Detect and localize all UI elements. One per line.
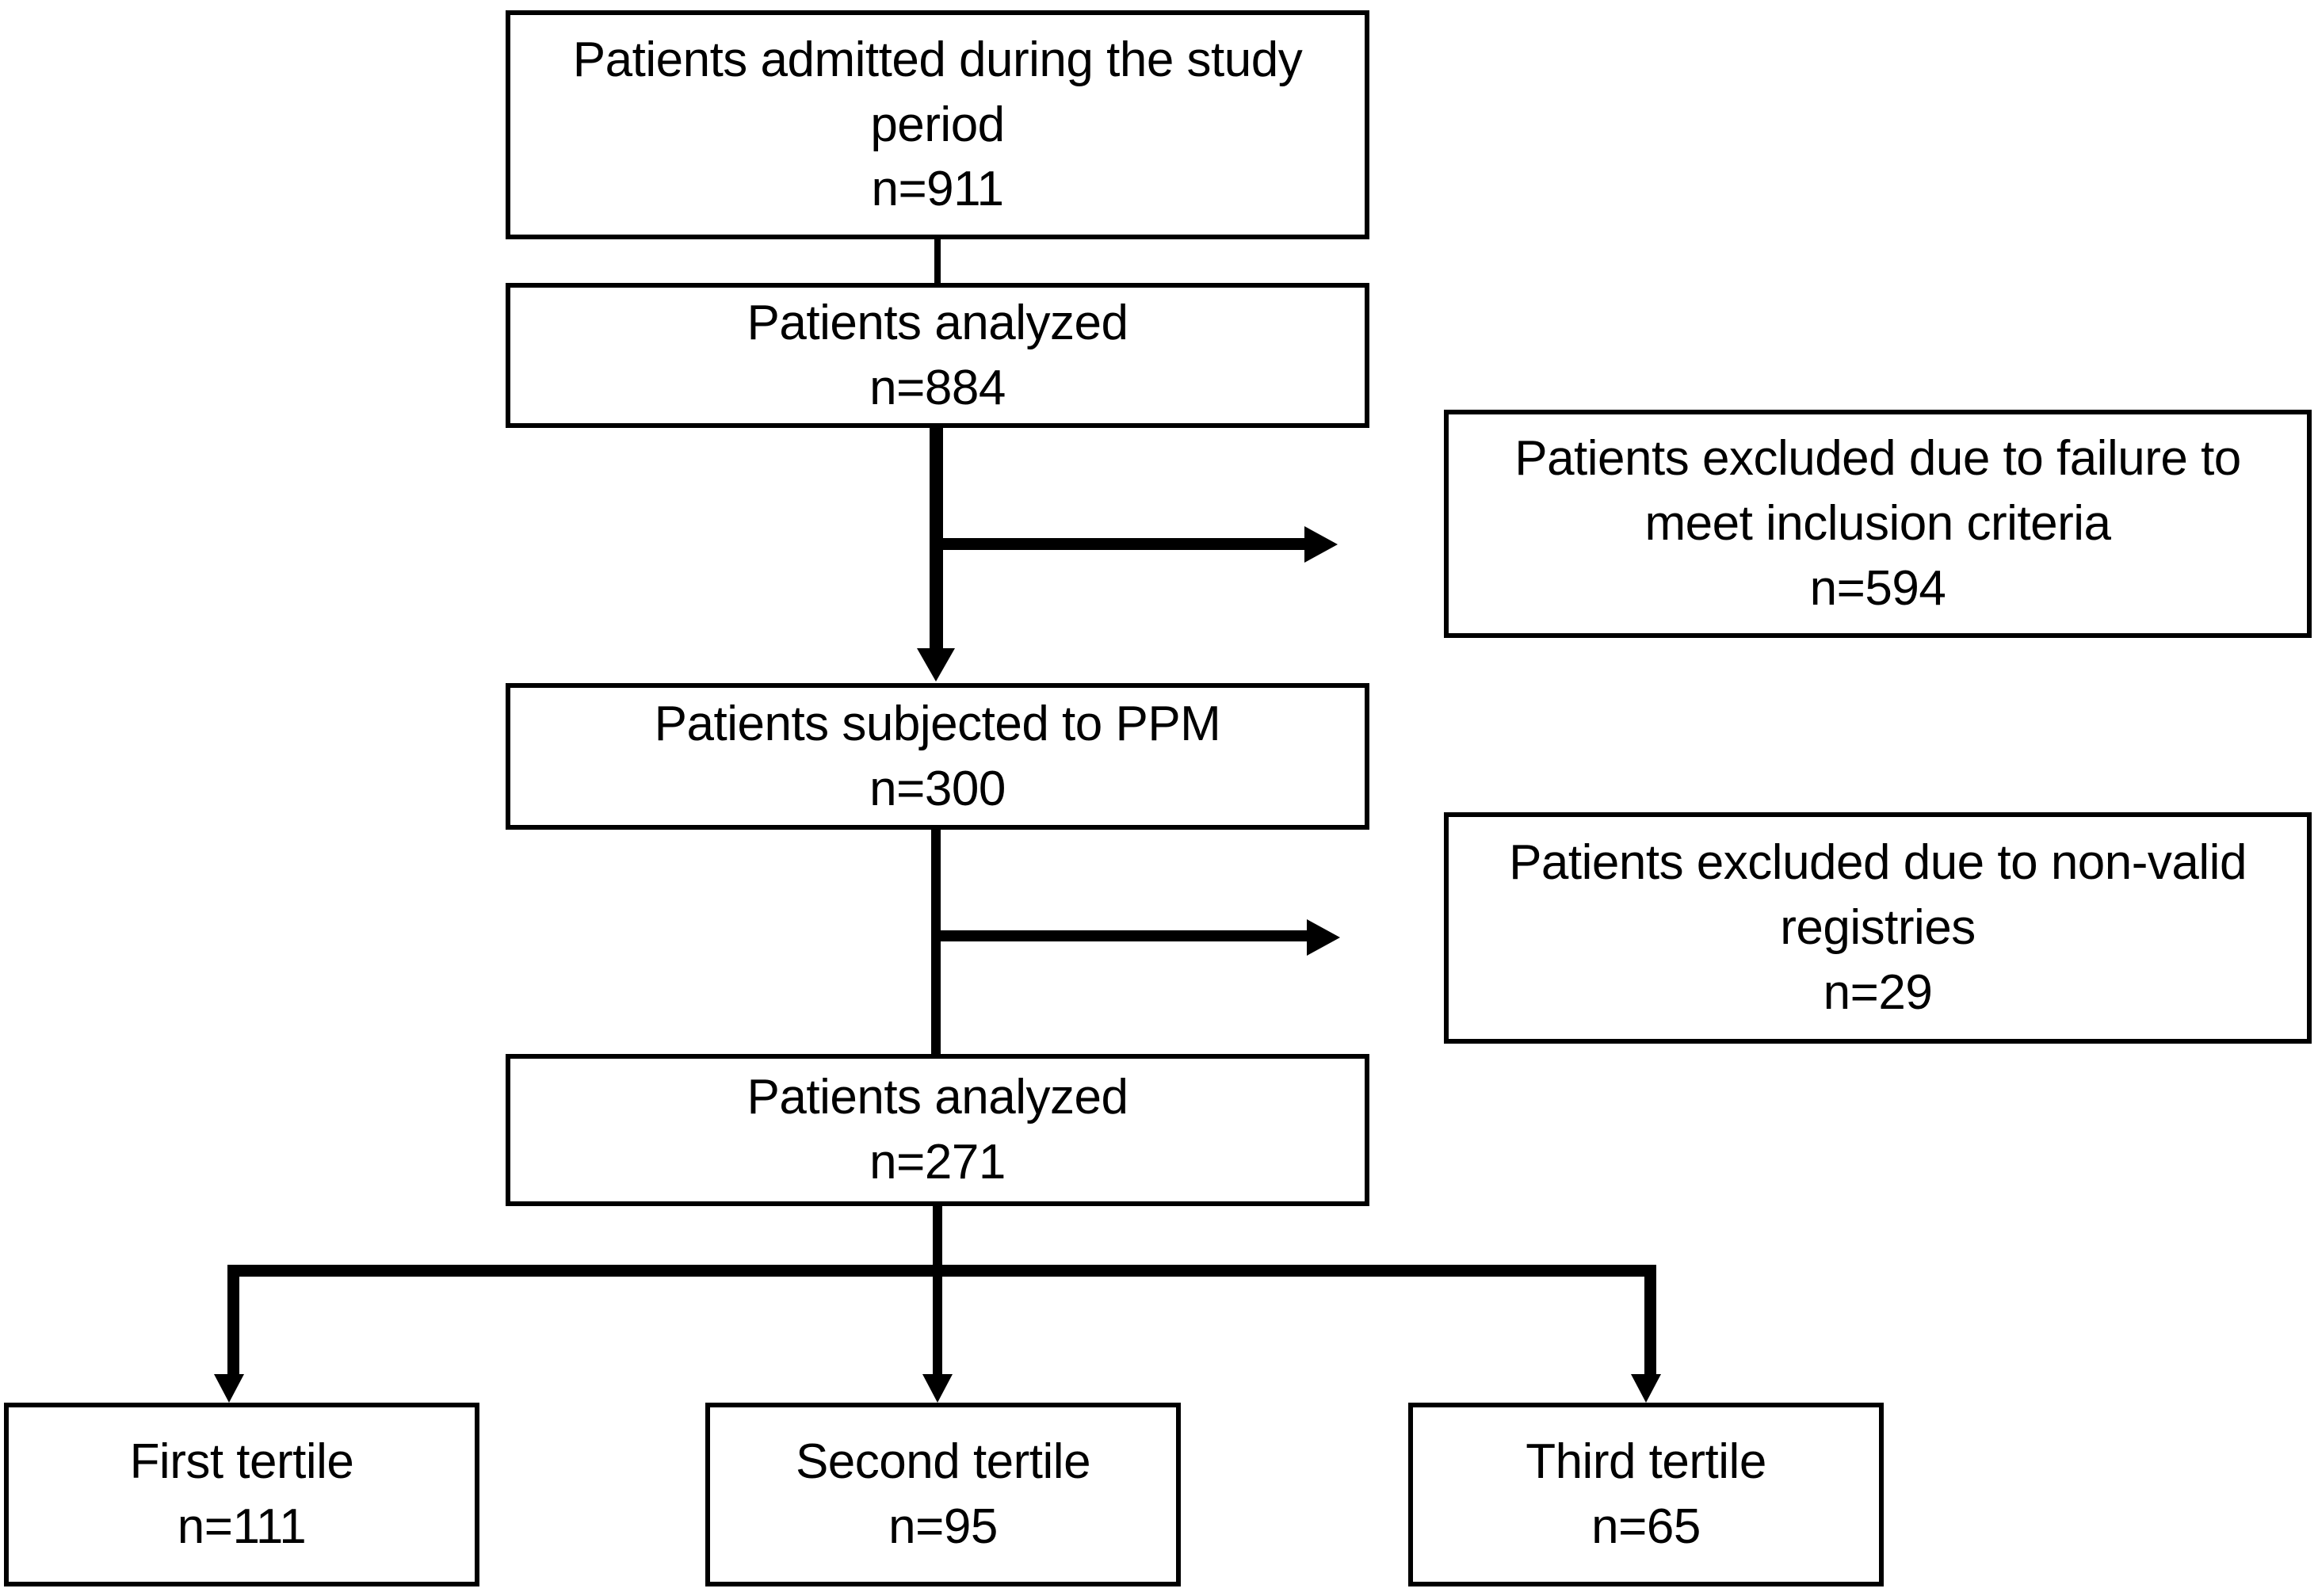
- node-excluded-inclusion-criteria-line1: Patients excluded due to failure to: [1514, 431, 2241, 487]
- node-patients-admitted-line2: period: [870, 97, 1005, 152]
- node-patients-subjected-to-ppm: Patients subjected to PPM n=300: [506, 683, 1369, 830]
- node-excluded-inclusion-criteria-count: n=594: [1809, 560, 1946, 616]
- connector-to-first-tertile: [227, 1265, 239, 1377]
- connector-admitted-to-analyzed: [934, 239, 941, 284]
- node-patients-subjected-to-ppm-label: Patients subjected to PPM: [654, 696, 1221, 751]
- connector-ppm-to-analyzed-second: [931, 830, 941, 1054]
- node-third-tertile-label: Third tertile: [1526, 1434, 1766, 1490]
- connector-to-third-tertile: [1644, 1265, 1656, 1377]
- node-excluded-non-valid-registries-count: n=29: [1823, 964, 1933, 1020]
- node-excluded-non-valid-registries-line2: registries: [1780, 900, 1976, 956]
- node-excluded-inclusion-criteria: Patients excluded due to failure to meet…: [1444, 410, 2312, 638]
- node-patients-subjected-to-ppm-count: n=300: [869, 761, 1006, 816]
- node-second-tertile: Second tertile n=95: [705, 1403, 1181, 1586]
- arrowhead-down-icon-to-ppm: [917, 648, 955, 682]
- node-third-tertile: Third tertile n=65: [1408, 1403, 1884, 1586]
- arrowhead-down-icon-second-tertile: [922, 1374, 953, 1403]
- node-patients-analyzed-first-count: n=884: [869, 360, 1006, 415]
- node-excluded-non-valid-registries-line1: Patients excluded due to non-valid: [1509, 835, 2247, 891]
- arrowhead-down-icon-first-tertile: [214, 1374, 244, 1403]
- node-patients-admitted-count: n=911: [871, 162, 1004, 217]
- arrowhead-down-icon-third-tertile: [1631, 1374, 1661, 1403]
- node-first-tertile-label: First tertile: [129, 1434, 354, 1490]
- connector-to-excluded-non-valid-registries: [936, 930, 1307, 941]
- connector-to-second-tertile: [933, 1265, 942, 1379]
- node-patients-analyzed-second: Patients analyzed n=271: [506, 1054, 1369, 1206]
- connector-analyzed-second-to-split: [933, 1206, 942, 1271]
- node-third-tertile-count: n=65: [1591, 1499, 1701, 1554]
- node-patients-admitted-line1: Patients admitted during the study: [572, 32, 1303, 87]
- node-patients-admitted: Patients admitted during the study perio…: [506, 10, 1369, 239]
- node-second-tertile-count: n=95: [888, 1499, 998, 1554]
- arrowhead-right-icon-to-excluded-inclusion: [1304, 526, 1338, 563]
- node-patients-analyzed-second-label: Patients analyzed: [747, 1070, 1128, 1125]
- node-patients-analyzed-first: Patients analyzed n=884: [506, 283, 1369, 428]
- arrowhead-right-icon-to-excluded-registries: [1307, 919, 1340, 956]
- node-first-tertile-count: n=111: [177, 1499, 307, 1554]
- node-first-tertile: First tertile n=111: [4, 1403, 479, 1586]
- node-patients-analyzed-first-label: Patients analyzed: [747, 295, 1128, 350]
- node-excluded-inclusion-criteria-line2: meet inclusion criteria: [1644, 496, 2111, 552]
- connector-to-excluded-inclusion-criteria: [936, 538, 1304, 550]
- node-second-tertile-label: Second tertile: [795, 1434, 1091, 1490]
- node-excluded-non-valid-registries: Patients excluded due to non-valid regis…: [1444, 812, 2312, 1044]
- node-patients-analyzed-second-count: n=271: [869, 1135, 1006, 1189]
